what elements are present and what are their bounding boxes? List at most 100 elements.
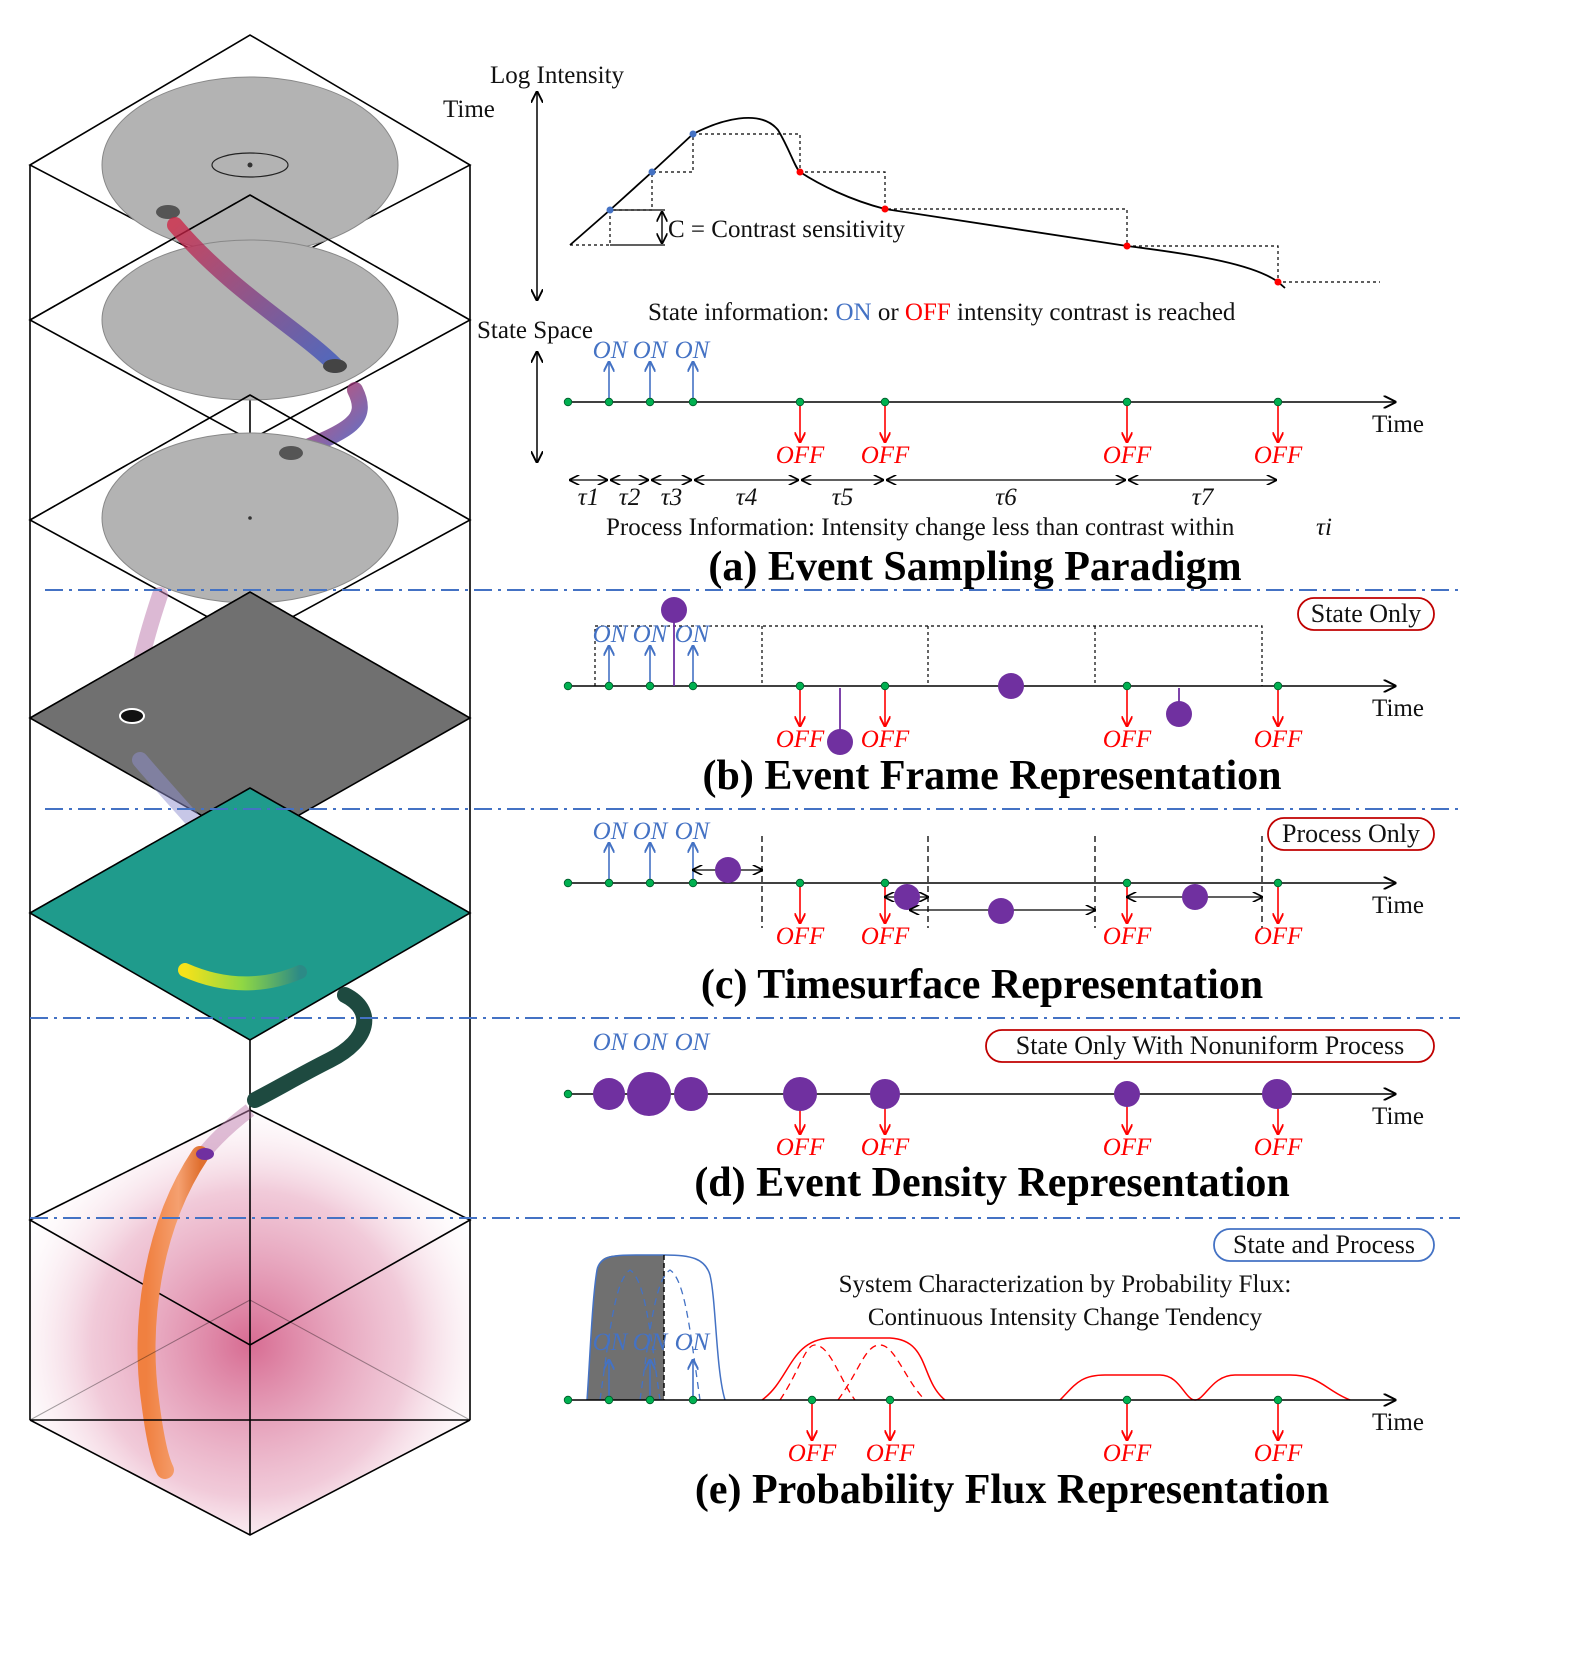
event-node	[688, 1395, 698, 1405]
off-label: OFF	[1254, 726, 1303, 753]
off-label: OFF	[861, 726, 910, 753]
off-flux-curve	[761, 1337, 946, 1401]
tau-label: τ3	[661, 484, 682, 511]
panel-c-title: (c) Timesurface Representation	[701, 962, 1263, 1008]
tau-intervals: τ1 τ2 τ3 τ4 τ5 τ6 τ7	[570, 480, 1276, 511]
event-node	[563, 1089, 573, 1099]
panel-dividers	[30, 589, 1460, 1219]
panel-e: State and Process System Characterizatio…	[563, 1228, 1435, 1513]
event-node	[885, 1395, 895, 1405]
on-label: ON	[593, 1329, 629, 1356]
off-label: OFF	[776, 442, 825, 469]
off-label: OFF	[861, 442, 910, 469]
frame-count-blob	[827, 729, 853, 755]
event-node	[880, 878, 890, 888]
timesurface-blob	[715, 857, 741, 883]
on-label: ON	[675, 1329, 711, 1356]
tag-state-and-process	[1213, 1228, 1435, 1262]
contrast-label: C = Contrast sensitivity	[668, 216, 906, 243]
state-space-label: State Space	[477, 317, 593, 344]
flux-desc-line2: Continuous Intensity Change Tendency	[868, 1304, 1263, 1331]
density-blob	[593, 1078, 625, 1110]
event-node	[688, 878, 698, 888]
on-label: ON	[675, 337, 711, 364]
time-axis-label: Time	[1372, 411, 1424, 438]
panel-d: State Only With Nonuniform Process TimeO…	[563, 1029, 1435, 1206]
event-node	[645, 1395, 655, 1405]
time-axis-label: Time	[1372, 1409, 1424, 1436]
event-node	[1122, 1395, 1132, 1405]
timesurface-blob	[988, 898, 1014, 924]
tag-nonuniform	[985, 1029, 1435, 1063]
log-intensity-label: Log Intensity	[490, 62, 625, 89]
tag-nonuniform-text: State Only With Nonuniform Process	[1016, 1031, 1404, 1060]
density-blob	[627, 1072, 671, 1116]
event-node	[688, 397, 698, 407]
event-node	[807, 1395, 817, 1405]
tau-label: τ5	[832, 484, 853, 511]
on-label: ON	[675, 818, 711, 845]
panel-a: C = Contrast sensitivity State informati…	[563, 117, 1424, 590]
state-info-line: State information: ON or OFF intensity c…	[648, 299, 1236, 326]
tag-process-only	[1267, 817, 1435, 851]
timesurface-blob	[1182, 884, 1208, 910]
off-label: OFF	[1254, 1440, 1303, 1467]
flux-desc-line1: System Characterization by Probability F…	[839, 1271, 1292, 1298]
process-info-symbol: τi	[1316, 514, 1332, 541]
event-node	[563, 878, 573, 888]
time-axis-label: Time	[1372, 1103, 1424, 1130]
tag-state-and-process-text: State and Process	[1233, 1230, 1415, 1259]
tau-label: τ2	[619, 484, 640, 511]
time-axis-label: Time	[1372, 892, 1424, 919]
log-intensity-curve	[569, 117, 1286, 289]
panel-a-title: (a) Event Sampling Paradigm	[708, 544, 1241, 590]
event-node	[1273, 397, 1283, 407]
tau-label: τ7	[1192, 484, 1215, 511]
off-label: OFF	[788, 1440, 837, 1467]
panel-b-title: (b) Event Frame Representation	[703, 753, 1282, 799]
off-label: OFF	[1103, 442, 1152, 469]
left-3d-stack	[28, 34, 472, 1536]
on-label: ON	[633, 337, 669, 364]
density-blob	[870, 1079, 900, 1109]
event-node	[795, 878, 805, 888]
density-blob	[1262, 1079, 1292, 1109]
event-node	[1273, 681, 1283, 691]
off-label: OFF	[1254, 442, 1303, 469]
on-label: ON	[675, 621, 711, 648]
event-node	[563, 681, 573, 691]
off-label: OFF	[866, 1440, 915, 1467]
on-label: ON	[593, 621, 629, 648]
tag-state-only	[1297, 597, 1435, 631]
disk-2	[101, 239, 399, 401]
off-label: OFF	[1254, 1134, 1303, 1161]
on-label: ON	[633, 1029, 669, 1056]
tau-label: τ4	[736, 484, 757, 511]
event-node	[604, 1395, 614, 1405]
on-label: ON	[593, 818, 629, 845]
tau-label: τ6	[995, 484, 1017, 511]
tau-label: τ1	[578, 484, 599, 511]
timesurface-blob	[894, 884, 920, 910]
event-node	[880, 681, 890, 691]
event-node	[604, 878, 614, 888]
tag-state-only-text: State Only	[1311, 599, 1422, 628]
event-node	[645, 681, 655, 691]
on-flux-filled	[587, 1255, 664, 1400]
event-node	[645, 397, 655, 407]
frame-count-blob	[998, 673, 1024, 699]
on-label: ON	[593, 1029, 629, 1056]
on-label: ON	[633, 1329, 669, 1356]
on-label: ON	[633, 621, 669, 648]
event-node	[1273, 1395, 1283, 1405]
event-node	[604, 681, 614, 691]
event-node	[688, 681, 698, 691]
time-axis-label: Time	[443, 96, 495, 123]
panel-e-title: (e) Probability Flux Representation	[695, 1467, 1329, 1513]
